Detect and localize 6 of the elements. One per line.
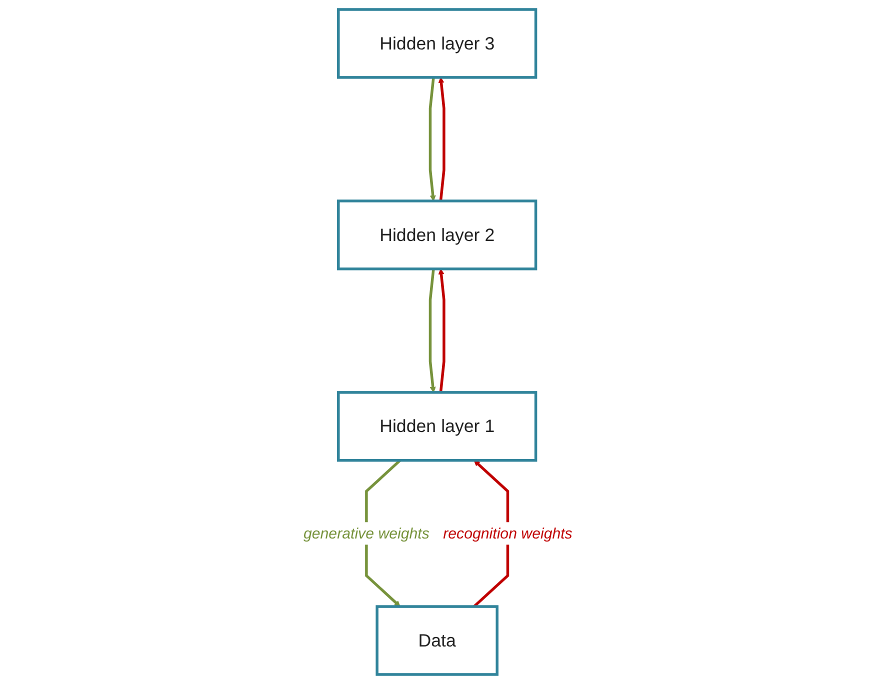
edge-label: generative weights — [304, 522, 430, 545]
layer-box: Hidden layer 1 — [337, 391, 538, 462]
layer-box: Data — [376, 605, 499, 676]
layer-box: Hidden layer 2 — [337, 200, 538, 270]
edge-label: recognition weights — [443, 522, 572, 545]
layer-box: Hidden layer 3 — [337, 8, 538, 79]
